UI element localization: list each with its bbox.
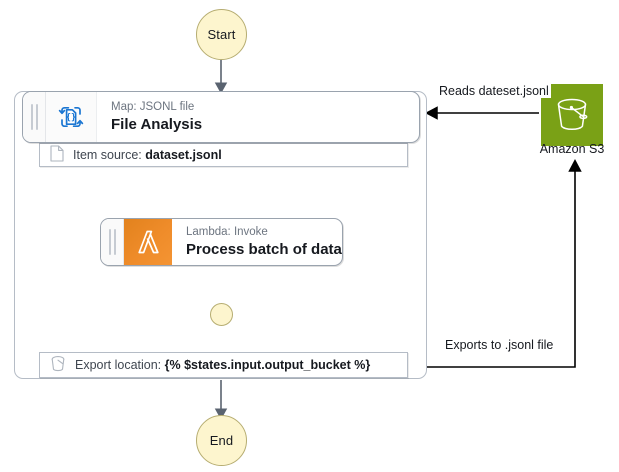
export-location-strip[interactable]: Export location: {% $states.input.output…	[39, 352, 408, 378]
edge-label-reads: Reads dateset.jsonl	[437, 84, 551, 98]
export-location-text: Export location: {% $states.input.output…	[75, 358, 370, 372]
amazon-s3-label: Amazon S3	[539, 142, 605, 156]
map-state-card[interactable]: {} Map: JSONL file File Analysis	[22, 91, 420, 143]
start-node[interactable]: Start	[196, 9, 247, 60]
map-end-node[interactable]	[210, 303, 233, 326]
map-state-title: File Analysis	[111, 115, 203, 133]
item-source-strip[interactable]: Item source: dataset.jsonl	[39, 143, 408, 167]
end-node[interactable]: End	[196, 415, 247, 466]
lambda-state-title: Process batch of data	[186, 240, 342, 258]
edge-label-exports: Exports to .jsonl file	[443, 338, 556, 352]
lambda-state-card[interactable]: Lambda: Invoke Process batch of data	[100, 218, 343, 266]
amazon-s3-node[interactable]	[541, 84, 603, 146]
bucket-icon	[50, 355, 66, 375]
item-source-value: dataset.jsonl	[145, 148, 222, 162]
aws-lambda-icon	[124, 219, 172, 265]
drag-handle-icon[interactable]	[101, 219, 124, 265]
export-location-value: {% $states.input.output_bucket %}	[164, 358, 371, 372]
start-node-label: Start	[207, 27, 236, 42]
drag-handle-icon[interactable]	[23, 92, 46, 142]
item-source-label: Item source:	[73, 148, 142, 162]
amazon-s3-bucket-icon	[541, 84, 603, 146]
document-icon	[50, 145, 64, 165]
item-source-text: Item source: dataset.jsonl	[73, 148, 222, 162]
map-state-kicker: Map: JSONL file	[111, 100, 195, 113]
export-location-label: Export location:	[75, 358, 162, 372]
lambda-state-text: Lambda: Invoke Process batch of data	[172, 219, 342, 265]
lambda-state-kicker: Lambda: Invoke	[186, 225, 268, 238]
edge-exports-to-s3	[409, 158, 582, 368]
map-jsonl-icon: {}	[46, 92, 97, 142]
map-state-text: Map: JSONL file File Analysis	[97, 92, 419, 142]
svg-text:{}: {}	[66, 113, 76, 123]
end-node-label: End	[209, 433, 234, 448]
